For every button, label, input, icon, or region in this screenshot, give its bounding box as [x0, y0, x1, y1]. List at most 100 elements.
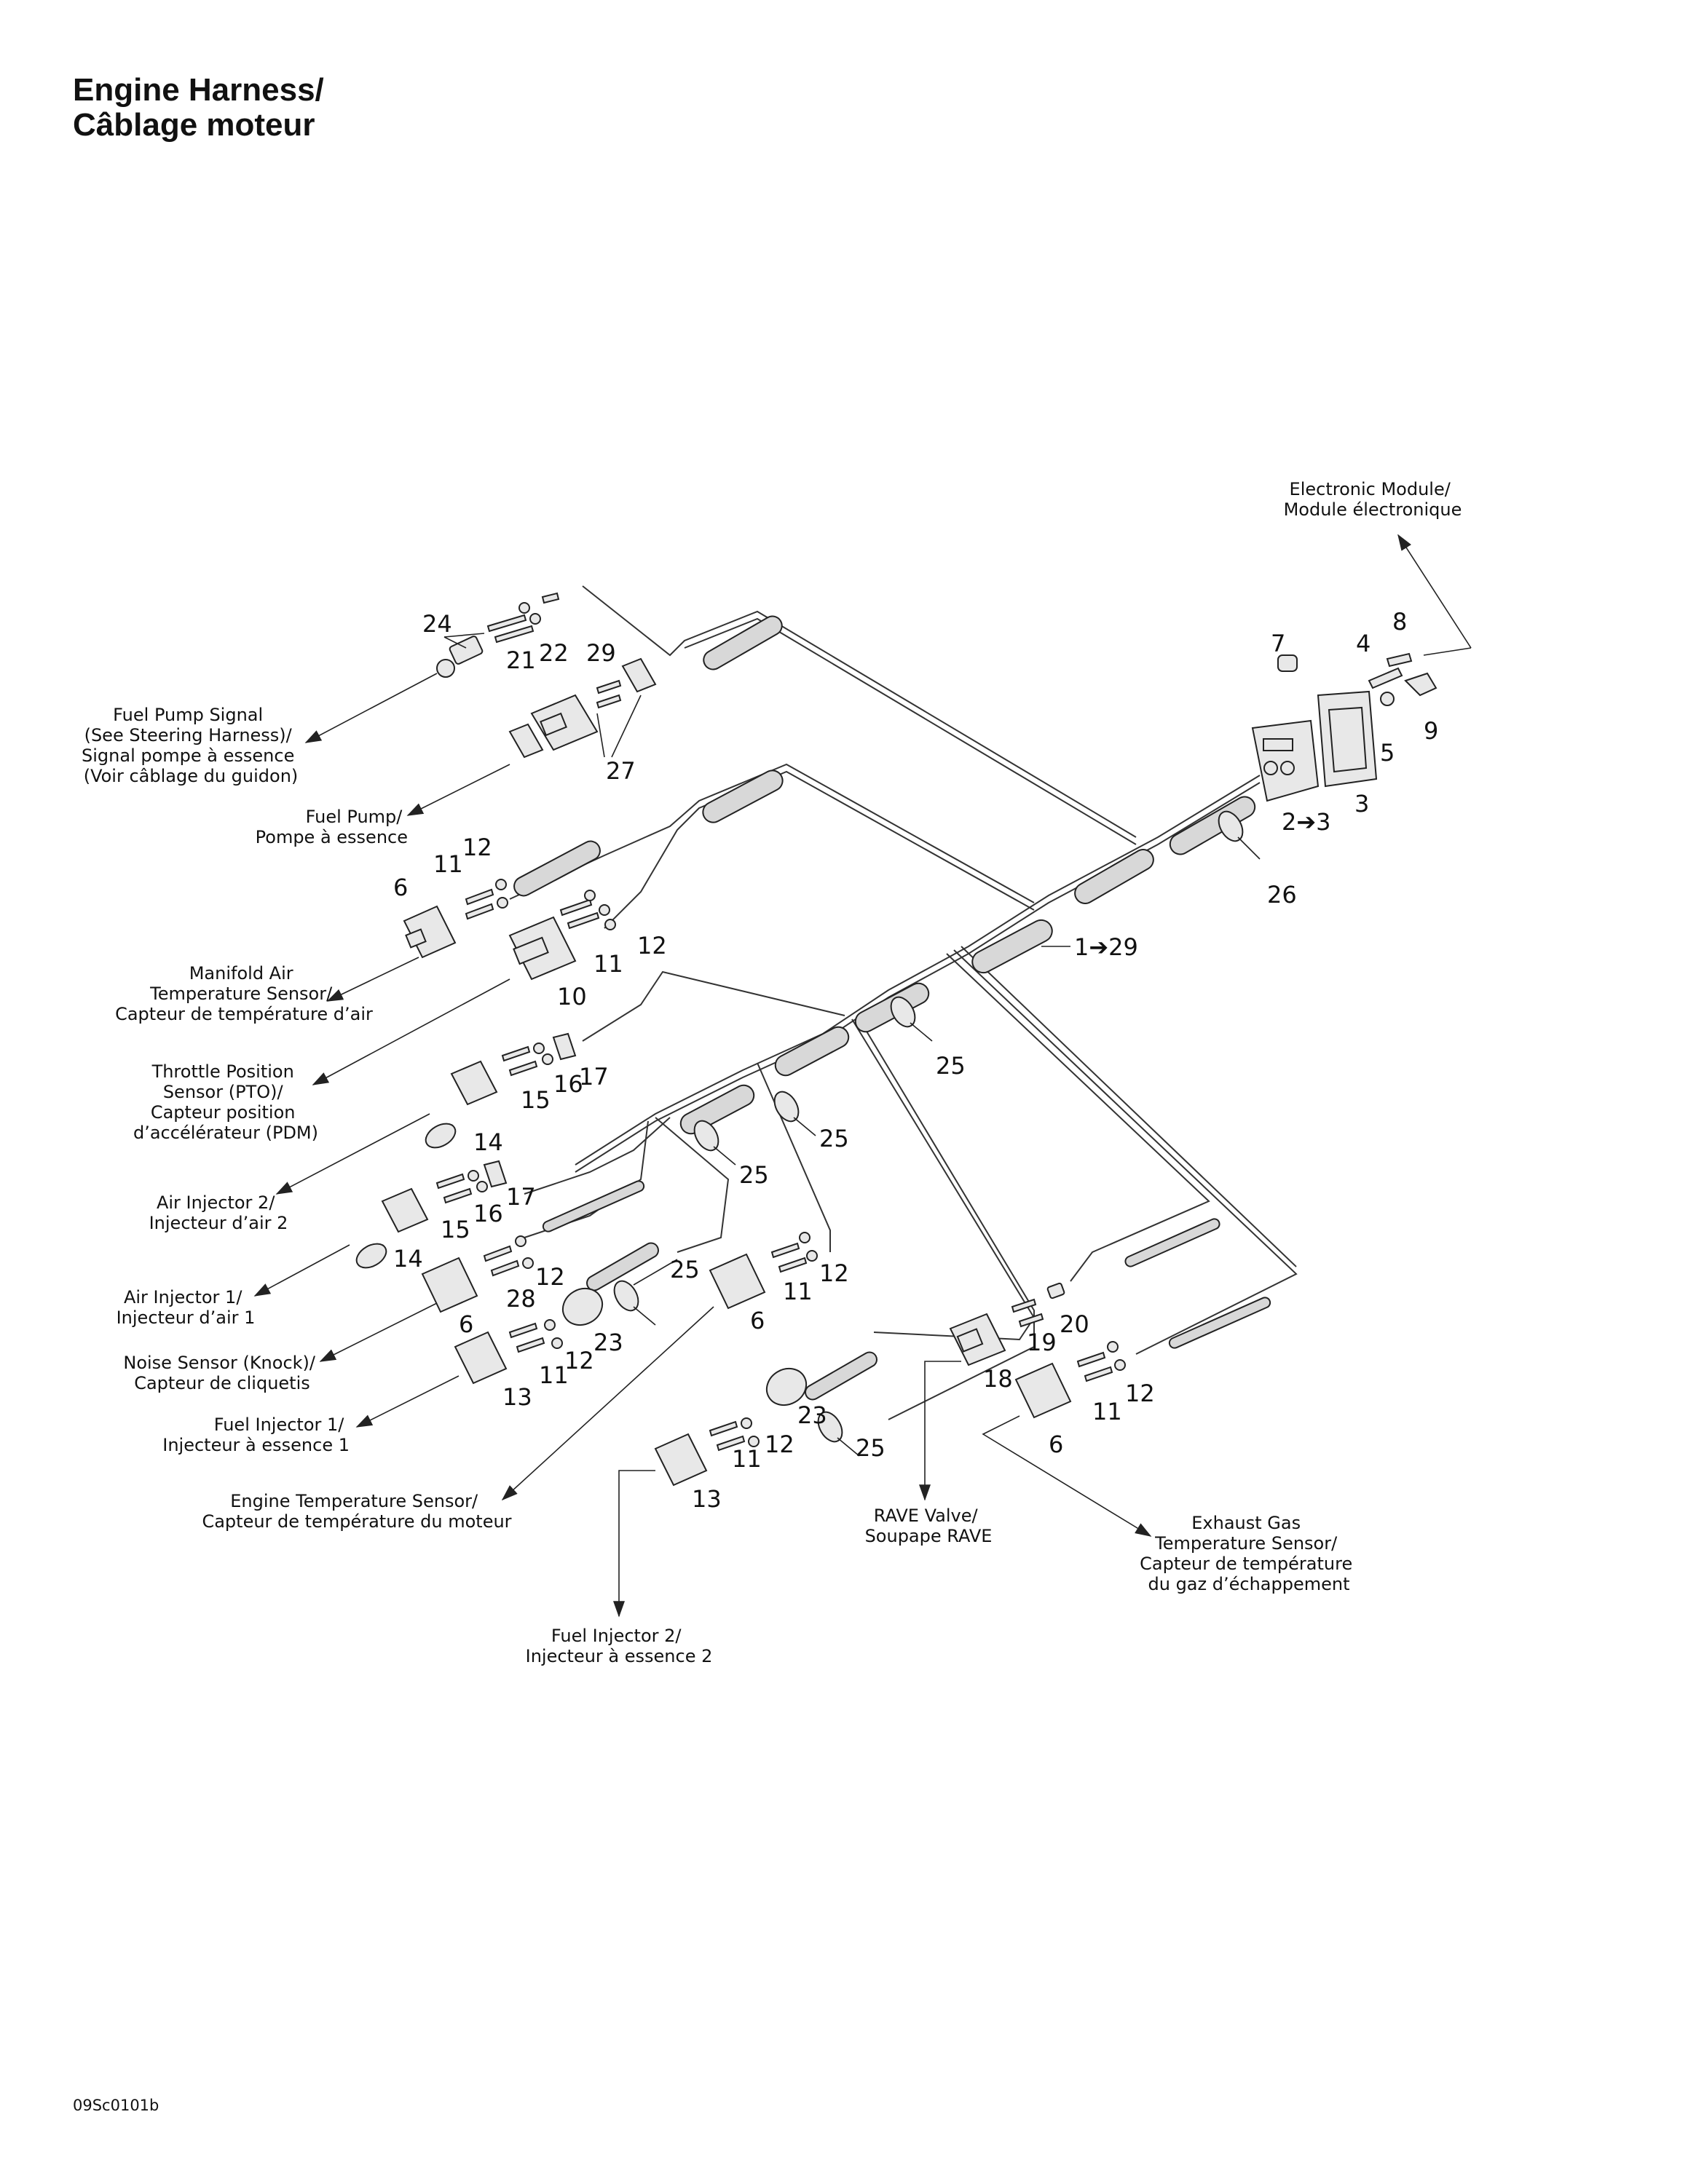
callout: 13	[692, 1485, 722, 1513]
label-air-injector-1: Air Injector 1/ Injecteur d’air 1	[117, 1287, 256, 1328]
callout: 16	[473, 1200, 503, 1227]
callout: 11	[1092, 1398, 1122, 1425]
callout: 12	[765, 1431, 794, 1458]
lower-branch-wire	[851, 1018, 1036, 1341]
rave-branch-wire	[946, 953, 1210, 1282]
label-fuel-injector-1: Fuel Injector 1/ Injecteur à essence 1	[162, 1415, 350, 1455]
callout: 29	[586, 639, 616, 667]
callout: 12	[819, 1259, 849, 1287]
label-noise-sensor: Noise Sensor (Knock)/ Capteur de cliquet…	[123, 1353, 320, 1393]
figure-code: 09Sc0101b	[73, 2097, 159, 2114]
label-engine-temperature-sensor: Engine Temperature Sensor/ Capteur de te…	[202, 1491, 511, 1532]
callout: 23	[797, 1401, 827, 1429]
air-injector-1-connector	[421, 1235, 534, 1313]
callout: 24	[422, 610, 452, 638]
callout: 8	[1392, 608, 1407, 636]
callout: 13	[502, 1383, 532, 1411]
callout: 25	[819, 1125, 849, 1152]
module-part-4	[1368, 667, 1403, 689]
conduit-segments	[513, 615, 1271, 1401]
callout: 25	[936, 1052, 966, 1080]
callout: 25	[739, 1161, 769, 1189]
module-part-5	[1380, 692, 1395, 706]
upper-branch-wire	[582, 585, 1137, 838]
fuel-pump-connector	[508, 657, 657, 759]
callout: 12	[462, 834, 492, 861]
callout: 12	[535, 1263, 565, 1291]
components	[355, 592, 1437, 1487]
callout: 11	[433, 850, 463, 878]
harness-wires	[509, 585, 1298, 1420]
fuel-pump-signal-connector	[436, 592, 560, 678]
callout: 17	[579, 1063, 609, 1091]
module-part-7	[1277, 654, 1298, 672]
callout: 6	[459, 1310, 473, 1338]
callout: 1➔29	[1074, 933, 1138, 961]
label-fuel-pump: Fuel Pump/ Pompe à essence	[256, 807, 408, 847]
module-part-8	[1386, 652, 1413, 668]
callout: 11	[732, 1445, 762, 1473]
callout: 7	[1271, 630, 1285, 657]
engine-temperature-sensor-connector	[709, 1232, 818, 1310]
callout: 26	[1267, 881, 1297, 909]
callout: 15	[521, 1086, 551, 1114]
module-part-9	[1404, 672, 1437, 697]
label-exhaust-gas-sensor: Exhaust Gas Temperature Sensor/ Capteur …	[1140, 1513, 1358, 1594]
callout: 10	[557, 983, 587, 1010]
callout: 4	[1356, 630, 1370, 657]
knock-sensor	[561, 1287, 604, 1326]
connector-10	[508, 890, 616, 981]
callout-labels: 24 21 22 29 27 7 4 8 9 5 3 2➔3 26 1➔29 1…	[393, 608, 1438, 1513]
callout: 9	[1424, 717, 1438, 745]
callout: 11	[783, 1278, 813, 1305]
callout: 28	[506, 1285, 536, 1313]
callout: 15	[441, 1216, 470, 1243]
label-throttle-position-sensor: Throttle Position Sensor (PTO)/ Capteur …	[133, 1061, 318, 1143]
title-line-english: Engine Harness/	[73, 72, 324, 108]
page-title: Engine Harness/ Câblage moteur	[73, 73, 324, 143]
electronic-module	[1251, 690, 1378, 802]
exhaust-gas-sensor-connector	[1014, 1341, 1126, 1419]
throttle-branch-wire	[582, 970, 845, 1042]
label-rave-valve: RAVE Valve/ Soupape RAVE	[865, 1506, 993, 1546]
title-line-french: Câblage moteur	[73, 107, 315, 143]
callout: 25	[670, 1256, 700, 1283]
cable-ties	[613, 810, 1261, 1457]
callout: 20	[1060, 1310, 1089, 1338]
manifold-air-sensor-connector	[403, 879, 508, 959]
label-fuel-pump-signal: Fuel Pump Signal (See Steering Harness)/…	[82, 705, 300, 786]
air-injector-branch-wire	[524, 1117, 671, 1195]
label-air-injector-2: Air Injector 2/ Injecteur d’air 2	[149, 1192, 288, 1233]
callout: 23	[593, 1329, 623, 1356]
label-manifold-air-sensor: Manifold Air Temperature Sensor/ Capteur…	[115, 963, 373, 1024]
callout: 2➔3	[1282, 808, 1331, 836]
leader-lines	[253, 534, 1472, 1618]
callout: 5	[1380, 739, 1395, 767]
callout: 22	[539, 639, 569, 667]
callout: 12	[637, 932, 667, 960]
throttle-position-connector	[425, 1032, 577, 1149]
callout: 16	[553, 1070, 583, 1098]
label-electronic-module: Electronic Module/ Module électronique	[1284, 479, 1462, 520]
description-labels: Electronic Module/ Module électronique F…	[82, 479, 1462, 1666]
callout: 3	[1354, 790, 1369, 818]
callout: 11	[539, 1361, 569, 1389]
callout: 6	[750, 1307, 765, 1334]
callout: 18	[983, 1365, 1013, 1393]
callout: 17	[506, 1183, 536, 1211]
callout: 25	[856, 1434, 886, 1462]
fuel-injector-1-connector	[454, 1319, 563, 1385]
callout: 11	[593, 950, 623, 978]
air-injector-2-connector	[355, 1160, 508, 1269]
rave-valve-connector	[949, 1282, 1065, 1366]
main-trunk-wire	[575, 775, 1261, 1166]
callout: 14	[393, 1245, 423, 1273]
callout: 6	[393, 874, 408, 901]
callout: 27	[606, 757, 636, 785]
label-fuel-injector-2: Fuel Injector 2/ Injecteur à essence 2	[526, 1626, 713, 1666]
callout: 21	[506, 646, 536, 674]
callout: 12	[1125, 1380, 1155, 1407]
fuel-injector-2-connector	[654, 1417, 760, 1487]
callout: 6	[1049, 1431, 1063, 1458]
